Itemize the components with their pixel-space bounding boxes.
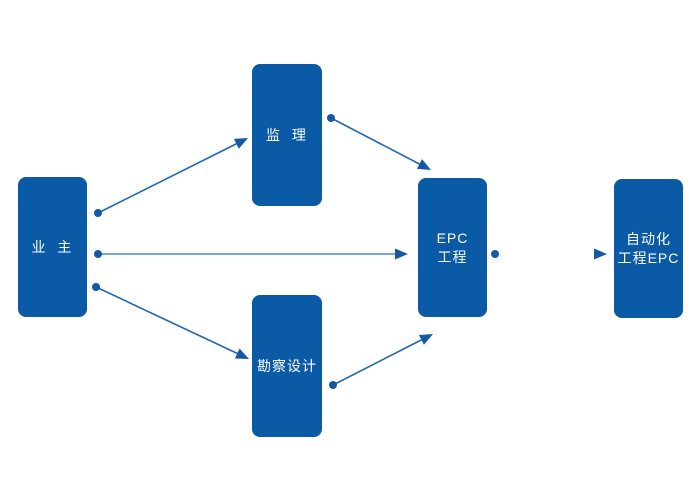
node-automation-epc-label-line1: 自动化 [626, 230, 671, 247]
arrowhead-icon [233, 138, 248, 149]
connector-start-dot [94, 250, 102, 258]
node-survey-design: 勘察设计 [252, 295, 322, 437]
node-survey-design-label: 勘察设计 [257, 357, 317, 374]
arrowhead-icon [416, 159, 431, 170]
connector-start-dot [329, 381, 337, 389]
connector-start-dot [92, 283, 100, 291]
node-epc-label-line1: EPC [436, 229, 469, 246]
arrowhead-icon [234, 348, 249, 359]
node-owner: 业 主 [18, 177, 87, 317]
arrowhead-icon [418, 334, 433, 345]
connector-supervision-to-epc [327, 114, 431, 170]
connector-owner-to-supervision [94, 138, 248, 217]
node-supervision: 监 理 [252, 64, 322, 206]
connector-start-dot [491, 250, 499, 258]
connector-owner-to-survey-design [92, 283, 249, 359]
connector-start-dot [327, 114, 335, 122]
connector-epc-to-automation-epc [491, 248, 607, 260]
connector-start-dot [94, 209, 102, 217]
node-epc: EPC 工程 [418, 178, 487, 317]
node-epc-label-line2: 工程 [437, 248, 468, 265]
connector-owner-to-epc [94, 248, 408, 260]
node-automation-epc: 自动化 工程EPC [614, 179, 683, 318]
node-automation-epc-label-line2: 工程EPC [617, 249, 680, 266]
connector-survey-design-to-epc [329, 334, 433, 389]
arrowhead-icon [594, 248, 607, 260]
node-owner-label: 业 主 [31, 238, 74, 255]
node-supervision-label: 监 理 [266, 126, 308, 143]
arrowhead-icon [395, 248, 408, 260]
